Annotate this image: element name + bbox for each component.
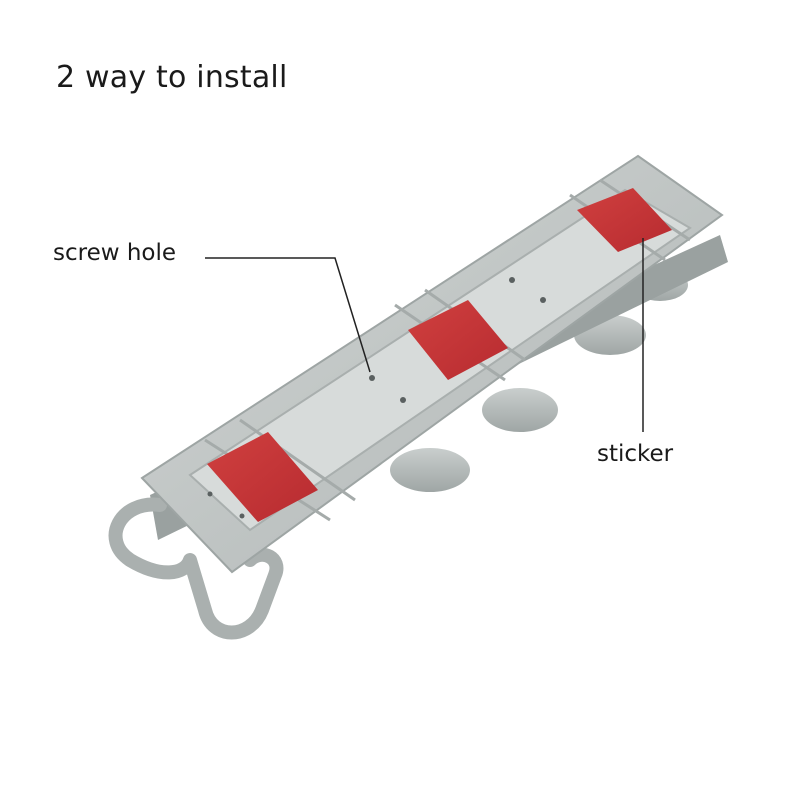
- callout-lines: [205, 238, 644, 432]
- screw-holes: [207, 277, 546, 519]
- page-title: 2 way to install: [56, 60, 288, 95]
- screw-hole-leader: [205, 257, 371, 373]
- sticker-pad: [408, 300, 508, 380]
- sticker-label: sticker: [597, 441, 674, 467]
- sticker-pad: [577, 188, 672, 252]
- sticker-pad: [207, 432, 318, 522]
- hanging-loop: [108, 497, 284, 640]
- screw-hole-label: screw hole: [53, 240, 177, 266]
- sticker-pads: [207, 188, 672, 522]
